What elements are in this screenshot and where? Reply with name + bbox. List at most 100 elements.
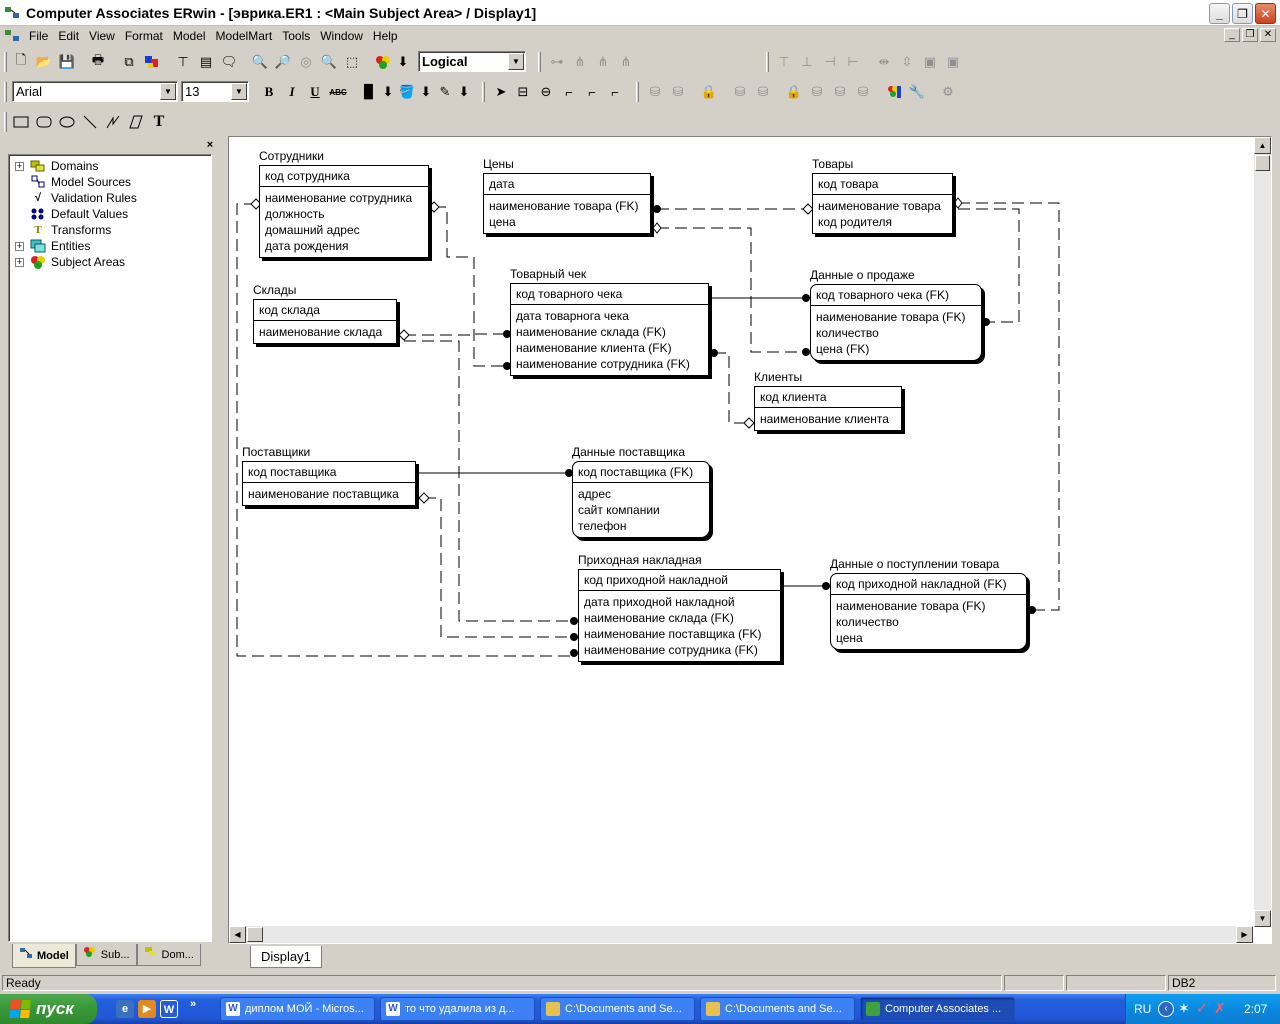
task-button-erwin[interactable]: Computer Associates ...: [860, 997, 1015, 1021]
pk-attribute[interactable]: код поставщика: [248, 465, 337, 479]
font-size-select[interactable]: 13 ▼: [181, 81, 249, 102]
subject-area-dropdown-icon[interactable]: ⬇: [397, 54, 409, 69]
attribute[interactable]: домашний адрес: [265, 223, 360, 237]
menu-model[interactable]: Model: [172, 29, 206, 43]
entity-tovarnyj-chek[interactable]: Товарный чек код товарного чека дата тов…: [510, 267, 709, 376]
pk-attribute[interactable]: код поставщика (FK): [578, 465, 694, 479]
entity-box-icon[interactable]: ⊟: [517, 84, 529, 99]
align-top-icon[interactable]: ⊤: [778, 54, 790, 69]
bold-button[interactable]: B: [264, 84, 274, 99]
pk-attribute[interactable]: код товарного чека: [516, 287, 623, 301]
pk-attribute[interactable]: код клиента: [760, 390, 827, 404]
mart-icon-3[interactable]: ⛁: [857, 84, 869, 99]
expand-icon[interactable]: +: [15, 160, 24, 171]
tray-expand-icon[interactable]: ‹: [1158, 1001, 1174, 1017]
attribute[interactable]: цена (FK): [816, 342, 870, 356]
attribute-display-icon[interactable]: ▤: [199, 54, 213, 69]
attribute[interactable]: наименование клиента (FK): [516, 341, 672, 355]
report-icon[interactable]: [885, 83, 903, 101]
tree-item-transforms[interactable]: T Transforms: [15, 222, 111, 238]
align-bottom-icon[interactable]: ⊣: [824, 54, 836, 69]
network-icon[interactable]: ✶: [1178, 1000, 1190, 1016]
line-tool-icon[interactable]: [81, 113, 99, 131]
attribute[interactable]: наименование товара: [818, 199, 941, 213]
task-button-word-1[interactable]: W диплом МОЙ - Micros...: [220, 997, 375, 1021]
line-color-icon[interactable]: ✎: [439, 84, 451, 99]
attribute[interactable]: наименование склада: [259, 325, 383, 339]
new-icon[interactable]: 🗋: [15, 52, 27, 67]
pk-attribute[interactable]: дата: [489, 177, 515, 191]
underline-button[interactable]: U: [310, 84, 320, 99]
pk-attribute[interactable]: код приходной накладной (FK): [836, 577, 1007, 591]
pk-attribute[interactable]: код товарного чека (FK): [816, 288, 949, 302]
minimize-button[interactable]: _: [1209, 3, 1230, 24]
db-icon-3[interactable]: ⛁: [734, 84, 746, 99]
font-name-select[interactable]: Arial ▼: [12, 81, 178, 102]
menu-tools[interactable]: Tools: [282, 29, 311, 43]
fill-color-icon[interactable]: 🪣: [398, 84, 416, 99]
relationship-icon[interactable]: ⊶: [550, 54, 564, 69]
attribute[interactable]: наименование сотрудника: [265, 191, 413, 205]
ie-icon[interactable]: e: [116, 1000, 134, 1018]
same-width-icon[interactable]: ▣: [946, 54, 960, 69]
menu-format[interactable]: Format: [124, 29, 163, 43]
view-level-select[interactable]: Logical ▼: [418, 51, 526, 72]
italic-button[interactable]: I: [289, 84, 295, 99]
attribute[interactable]: наименование склада (FK): [516, 325, 666, 339]
attribute[interactable]: наименование поставщика (FK): [584, 627, 762, 641]
scroll-right-icon[interactable]: ▶: [1236, 926, 1253, 943]
menu-modelmart[interactable]: ModelMart: [215, 29, 273, 43]
attribute[interactable]: количество: [836, 615, 899, 629]
open-icon[interactable]: 📂: [35, 54, 53, 69]
tree-item-entities[interactable]: + Entities: [15, 239, 91, 253]
wrench-icon[interactable]: 🔧: [908, 84, 926, 99]
tree-item-validation-rules[interactable]: √ Validation Rules: [15, 190, 137, 206]
pk-attribute[interactable]: код склада: [259, 303, 320, 317]
note-icon[interactable]: 🗨: [220, 54, 238, 69]
pk-attribute[interactable]: код приходной накладной: [584, 573, 728, 587]
doc-minimize-button[interactable]: _: [1224, 28, 1240, 42]
attribute[interactable]: цена: [836, 631, 863, 645]
lock-icon[interactable]: 🔒: [700, 84, 718, 99]
antivirus-icon[interactable]: ✗: [1214, 1000, 1226, 1016]
menu-file[interactable]: File: [29, 29, 49, 43]
entity-postavshchiki[interactable]: Поставщики код поставщика наименование п…: [242, 445, 416, 506]
zoom-in-icon[interactable]: 🔎: [274, 54, 292, 69]
tab-domains[interactable]: Dom...: [136, 944, 201, 966]
same-size-icon[interactable]: ▣: [923, 54, 937, 69]
line-color-dropdown-icon[interactable]: ⬇: [458, 84, 470, 99]
attribute[interactable]: дата товарнога чека: [516, 309, 629, 323]
fill-color-dropdown-icon[interactable]: ⬇: [420, 84, 432, 99]
doc-close-button[interactable]: ✕: [1260, 28, 1276, 42]
attribute[interactable]: наименование склада (FK): [584, 611, 734, 625]
horizontal-scroll-thumb[interactable]: [247, 927, 263, 942]
attribute[interactable]: наименование товара (FK): [489, 199, 639, 213]
attribute[interactable]: должность: [265, 207, 325, 221]
network-layout-icon[interactable]: ⋔: [620, 54, 632, 69]
color-icon[interactable]: [143, 53, 161, 71]
strikethrough-button[interactable]: ABC: [329, 87, 347, 97]
menu-help[interactable]: Help: [372, 29, 398, 43]
entity-sklady[interactable]: Склады код склада наименование склада: [253, 283, 397, 344]
task-button-word-2[interactable]: W то что удалила из д...: [380, 997, 535, 1021]
horizontal-scrollbar[interactable]: ◀ ▶: [229, 926, 1253, 943]
attribute[interactable]: наименование товара (FK): [816, 310, 966, 324]
tree-item-domains[interactable]: + Domains: [15, 159, 99, 173]
menu-edit[interactable]: Edit: [58, 29, 80, 43]
media-player-icon[interactable]: ▶: [138, 1000, 156, 1018]
chevron-down-icon[interactable]: ▼: [231, 83, 247, 100]
entity-sotrudniki[interactable]: Сотрудники код сотрудника наименование с…: [259, 149, 429, 258]
task-button-folder-2[interactable]: C:\Documents and Se...: [700, 997, 855, 1021]
gear-icon[interactable]: ⚙: [942, 84, 954, 99]
many-to-many-rel-icon[interactable]: ⌐: [588, 84, 596, 100]
maximize-button[interactable]: ❐: [1232, 3, 1253, 24]
attribute[interactable]: наименование клиента: [760, 412, 889, 426]
polygon-tool-icon[interactable]: [127, 113, 145, 131]
subject-area-icon[interactable]: [374, 53, 392, 71]
entity-dannye-postavshchika[interactable]: Данные поставщика код поставщика (FK) ад…: [572, 445, 710, 538]
scroll-down-icon[interactable]: ▼: [1254, 910, 1271, 927]
text-tool-icon[interactable]: T: [153, 113, 165, 130]
tree-item-model-sources[interactable]: Model Sources: [15, 174, 131, 190]
space-vertical-icon[interactable]: ⇳: [901, 54, 913, 69]
attribute[interactable]: количество: [816, 326, 879, 340]
